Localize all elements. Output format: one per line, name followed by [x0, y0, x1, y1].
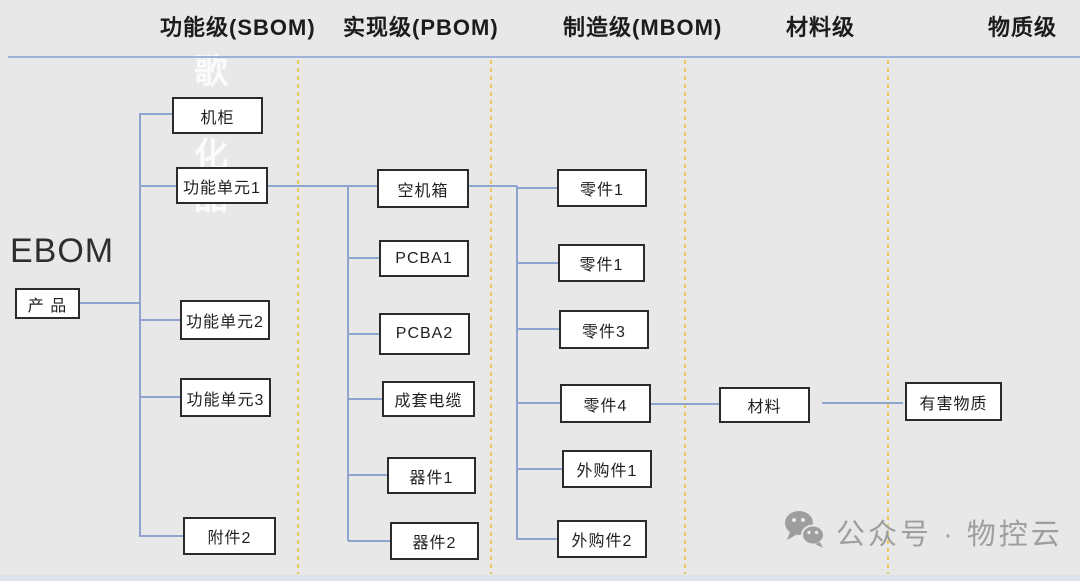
vertical-watermark-char: 歌: [194, 53, 228, 91]
connector-line: [517, 468, 562, 470]
column-divider-dashed: [887, 60, 889, 574]
mbom-node-5: 外购件2: [557, 520, 647, 558]
sbom-node-3: 功能单元3: [180, 378, 271, 417]
connector-line: [348, 540, 390, 542]
connector-line: [517, 328, 559, 330]
pbom-node-2: PCBA2: [379, 313, 470, 355]
connector-line: [140, 319, 180, 321]
sbom-node-4: 附件2: [183, 517, 276, 555]
connector-line: [140, 113, 173, 115]
mbom-node-0: 零件1: [557, 169, 647, 207]
connector-line: [517, 538, 557, 540]
connector-line: [348, 185, 377, 187]
connector-line: [140, 185, 176, 187]
pbom-node-0: 空机箱: [377, 169, 469, 208]
connector-line: [140, 535, 183, 537]
wechat-icon: [782, 508, 828, 555]
pbom-node-4: 器件1: [387, 457, 476, 494]
header-level-pbom: 实现级(PBOM): [343, 15, 499, 40]
mbom-node-1: 零件1: [558, 244, 645, 282]
ebom-root-node: 产 品: [15, 288, 80, 319]
connector-line: [80, 302, 140, 304]
header-level-substance: 物质级: [988, 15, 1058, 40]
connector-line: [517, 187, 557, 189]
mbom-node-4: 外购件1: [562, 450, 652, 488]
connector-line: [348, 474, 387, 476]
footer-watermark-text: 公众号 · 物控云: [836, 518, 1063, 551]
connector-line: [348, 398, 382, 400]
sbom-node-1: 功能单元1: [176, 167, 268, 204]
pbom-node-3: 成套电缆: [382, 381, 475, 417]
pbom-node-1: PCBA1: [379, 240, 469, 277]
connector-line: [348, 333, 379, 335]
ebom-label: EBOM: [10, 232, 115, 270]
connector-line: [347, 185, 349, 541]
connector-line: [651, 403, 719, 405]
sbom-node-0: 机柜: [172, 97, 263, 134]
sbom-node-2: 功能单元2: [180, 300, 270, 340]
connector-line: [469, 185, 517, 187]
header-level-sbom: 功能级(SBOM): [160, 15, 316, 40]
connector-line: [517, 402, 560, 404]
footer-watermark: 公众号 · 物控云: [782, 508, 1063, 555]
connector-line: [517, 262, 558, 264]
header-level-material: 材料级: [786, 15, 856, 40]
connector-line: [268, 185, 348, 187]
substance-node: 有害物质: [905, 382, 1002, 421]
connector-line: [140, 396, 180, 398]
column-divider-dashed: [297, 60, 299, 574]
bottom-band: [0, 575, 1080, 581]
mbom-node-2: 零件3: [559, 310, 649, 349]
mbom-node-3: 零件4: [560, 384, 651, 423]
material-node: 材料: [719, 387, 810, 423]
column-divider-dashed: [684, 60, 686, 574]
column-divider-dashed: [490, 60, 492, 574]
connector-line: [516, 186, 518, 540]
header-rule: [8, 56, 1080, 58]
connector-line: [348, 257, 379, 259]
header-level-mbom: 制造级(MBOM): [563, 15, 723, 40]
pbom-node-5: 器件2: [390, 522, 479, 560]
connector-line: [822, 402, 903, 404]
connector-line: [139, 113, 141, 537]
